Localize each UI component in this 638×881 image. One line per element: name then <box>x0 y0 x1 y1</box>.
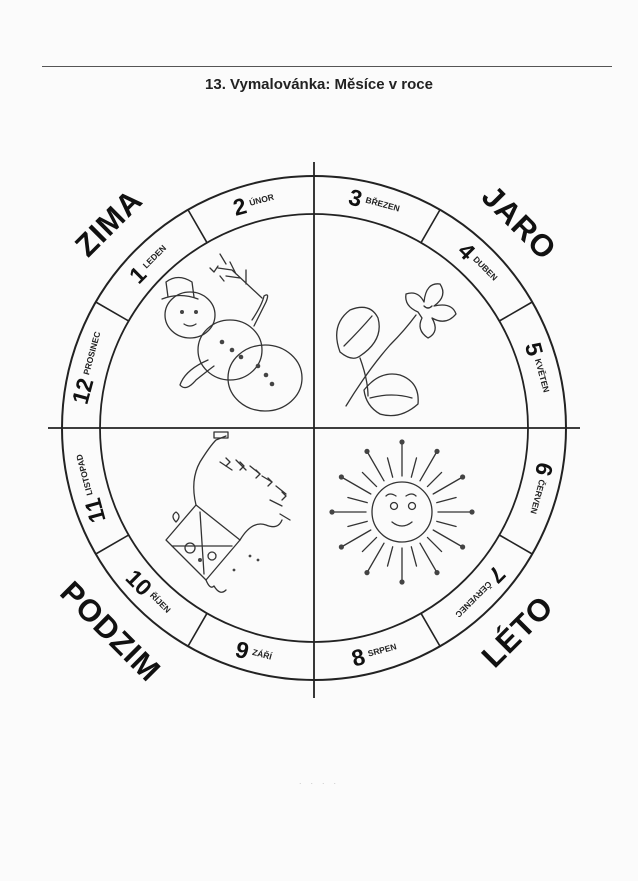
sun-ray-tip <box>364 449 369 454</box>
month-name: ŘÍJEN <box>148 589 173 614</box>
sun-ray-tip <box>339 474 344 479</box>
sun-ray <box>420 451 437 480</box>
sun-ray <box>362 537 376 551</box>
month-divider <box>499 535 532 554</box>
month-label-text: 9ZÁŘÍ <box>233 636 276 671</box>
month-number: 6 <box>530 460 558 479</box>
month-name: BŘEZEN <box>364 194 401 214</box>
month-label: 9ZÁŘÍ <box>233 636 276 671</box>
sun-ray <box>348 498 367 503</box>
month-label: 12PROSINEC <box>67 329 111 407</box>
footer-mark: · · · · <box>0 778 638 788</box>
sun-ray <box>437 498 456 503</box>
sun-ray <box>367 543 384 572</box>
month-label-text: 11LISTOPAD <box>67 451 110 526</box>
sun-ray-tip <box>469 509 474 514</box>
month-name: LEDEN <box>141 243 168 270</box>
sun-ray <box>411 458 416 477</box>
sun-ray-tip <box>434 570 439 575</box>
month-label: 4DUBEN <box>453 237 505 289</box>
sun-ray <box>362 472 376 486</box>
snowman-drawing <box>162 254 302 411</box>
sun-ray-tip <box>434 449 439 454</box>
month-label: 11LISTOPAD <box>67 451 110 526</box>
month-number: 12 <box>67 375 99 406</box>
sun-ray <box>348 521 367 526</box>
month-label-text: 7ČERVENEC <box>447 561 511 625</box>
month-label-text: 10ŘÍJEN <box>121 564 178 621</box>
month-number: 5 <box>520 340 548 359</box>
month-label-text: 4DUBEN <box>453 237 505 289</box>
month-name: ZÁŘÍ <box>251 646 274 662</box>
sun-ray <box>367 451 384 480</box>
month-divider <box>421 613 440 646</box>
month-divider <box>188 613 207 646</box>
month-number: 3 <box>346 184 365 212</box>
month-label: 7ČERVENEC <box>447 561 511 625</box>
violet-flower-drawing <box>337 284 456 416</box>
sun-ray <box>433 477 462 494</box>
sun-ray <box>388 458 393 477</box>
sun-ray <box>341 477 370 494</box>
sun-ray <box>411 547 416 566</box>
kite-drawing <box>166 432 290 592</box>
sun-ray-tip <box>329 509 334 514</box>
month-label-text: 12PROSINEC <box>67 329 111 407</box>
sun-ray <box>437 521 456 526</box>
sun-drawing <box>329 439 474 584</box>
season-label-jaro: JARO <box>475 179 563 267</box>
month-divider <box>188 210 207 243</box>
month-name: DUBEN <box>471 254 499 282</box>
sun-ray <box>341 530 370 547</box>
sun-ray <box>427 472 441 486</box>
sun-ray <box>420 543 437 572</box>
month-divider <box>499 302 532 321</box>
month-label-text: 8SRPEN <box>349 635 400 672</box>
month-label-text: 2ÚNOR <box>230 185 277 221</box>
sun-ray <box>433 530 462 547</box>
month-label: 8SRPEN <box>349 635 400 672</box>
season-label-leto: LÉTO <box>475 589 561 675</box>
sun-ray-tip <box>399 579 404 584</box>
sun-ray-tip <box>399 439 404 444</box>
month-number: 9 <box>233 636 252 664</box>
month-name: LISTOPAD <box>74 453 95 496</box>
month-number: 11 <box>79 495 110 525</box>
month-name: KVĚTEN <box>533 357 553 393</box>
sun-ray-tip <box>460 544 465 549</box>
season-label-podzim: PODZIM <box>53 574 167 688</box>
month-divider <box>96 302 129 321</box>
month-number: 2 <box>230 192 249 220</box>
month-name: PROSINEC <box>81 330 102 375</box>
sun-ray-tip <box>339 544 344 549</box>
month-divider <box>96 535 129 554</box>
season-label-zima: ZIMA <box>68 182 149 263</box>
month-label: 10ŘÍJEN <box>121 564 178 621</box>
month-number: 8 <box>349 643 368 671</box>
month-label: 2ÚNOR <box>230 185 277 221</box>
month-divider <box>421 210 440 243</box>
sun-ray <box>388 547 393 566</box>
month-name: SRPEN <box>367 641 398 658</box>
month-name: ČERVEN <box>528 478 548 515</box>
sun-ray-tip <box>460 474 465 479</box>
sun-ray-tip <box>364 570 369 575</box>
month-name: ÚNOR <box>248 191 275 208</box>
sun-ray <box>427 537 441 551</box>
